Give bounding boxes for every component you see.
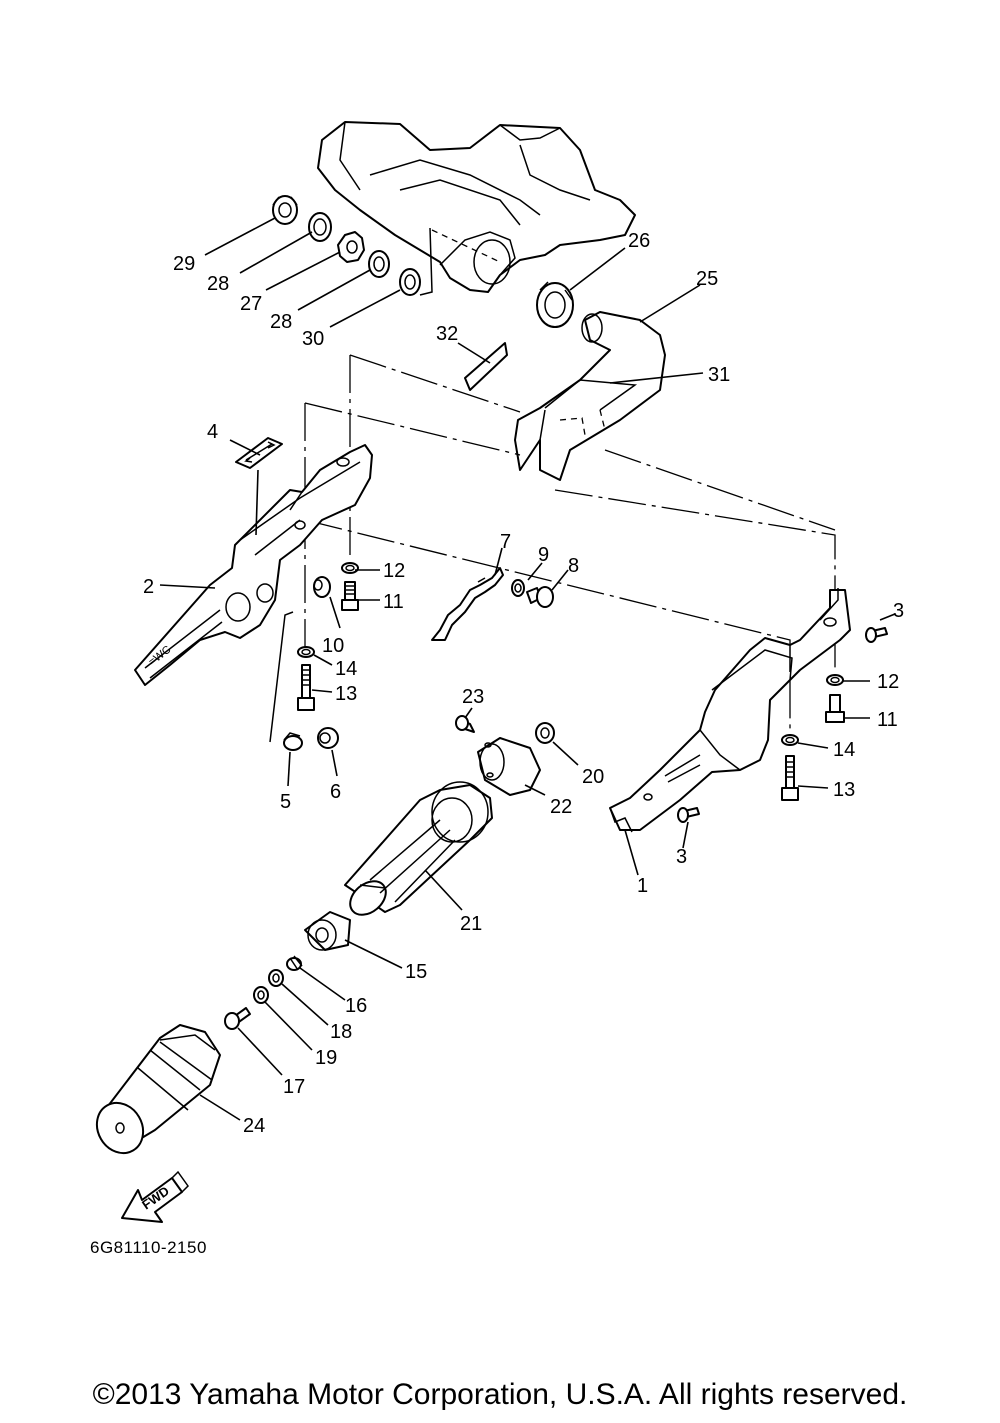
parts-diagram: =WC: [95, 121, 904, 1223]
part-grip-21: [344, 781, 493, 916]
part-plate-27: [337, 231, 365, 263]
callout-8: 8: [568, 555, 579, 577]
part-label-32: [464, 342, 508, 391]
diagram-code: 6G81110-2150: [90, 1238, 207, 1257]
part-grip-24: [95, 1024, 221, 1155]
callout-7: 7: [500, 531, 511, 553]
callout-12-left: 12: [383, 560, 405, 582]
callout-11-right: 11: [877, 709, 898, 731]
callout-12-right: 12: [877, 671, 899, 693]
part-washer-14-left: [297, 646, 315, 658]
callout-3-top: 3: [893, 600, 904, 622]
callout-25: 25: [696, 268, 718, 290]
callout-5: 5: [280, 791, 291, 813]
part-bolt-11-left: [341, 581, 359, 611]
callout-4: 4: [207, 421, 218, 443]
part-handle-1: [609, 588, 851, 833]
callout-32: 32: [436, 323, 458, 345]
callout-29: 29: [173, 253, 195, 275]
callout-11-left: 11: [383, 591, 404, 613]
callout-26: 26: [628, 230, 650, 252]
part-washer-19: [253, 986, 269, 1004]
part-grommet-10: [313, 576, 331, 598]
part-washer-28a: [308, 212, 332, 242]
part-screw-3-right: [865, 627, 888, 643]
part-cap-6: [317, 727, 339, 749]
callout-31: 31: [708, 364, 730, 386]
part-bolt-13-right: [781, 755, 799, 801]
part-clip-7: [431, 567, 504, 641]
callout-28b: 28: [270, 311, 292, 333]
callout-13-right: 13: [833, 779, 855, 801]
callout-23: 23: [462, 686, 484, 708]
fwd-arrow-icon: FWD: [121, 1170, 189, 1223]
part-washer-14-right: [781, 734, 799, 746]
part-collar-22: [477, 737, 541, 796]
callout-10: 10: [322, 635, 344, 657]
callout-22: 22: [550, 796, 572, 818]
callout-16: 16: [345, 995, 367, 1017]
callout-21: 21: [460, 913, 482, 935]
callout-19: 19: [315, 1047, 337, 1069]
part-washer-12-right: [826, 674, 844, 686]
callout-27: 27: [240, 293, 262, 315]
callout-15: 15: [405, 961, 427, 983]
part-fitting-5: [269, 611, 303, 751]
callout-28a: 28: [207, 273, 229, 295]
part-spring-16: [286, 955, 303, 971]
callout-3-lower: 3: [676, 846, 687, 868]
callout-14-left: 14: [335, 658, 357, 680]
callout-9: 9: [538, 544, 549, 566]
callout-labels: 29 28 27 28 30 26 25 32 31 4 2 7 9 8 12 …: [143, 230, 904, 1137]
callout-30: 30: [302, 328, 324, 350]
part-bolt-13-left: [297, 664, 315, 711]
part-washer-9: [511, 579, 525, 597]
copyright-notice: ©2013 Yamaha Motor Corporation, U.S.A. A…: [92, 1378, 908, 1411]
callout-24: 24: [243, 1115, 265, 1137]
part-screw-23: [455, 715, 475, 733]
part-bolt-11-right: [825, 694, 845, 723]
part-bolt-8: [526, 586, 554, 608]
part-bushing-26: [536, 281, 574, 328]
leader-lines: [159, 217, 896, 1121]
part-label-4: [235, 437, 283, 469]
part-washer-12-left: [341, 562, 359, 574]
callout-1: 1: [637, 875, 648, 897]
part-bracket-25: [514, 311, 666, 481]
callout-18: 18: [330, 1021, 352, 1043]
part-nut-29: [272, 195, 298, 225]
callout-2: 2: [143, 576, 154, 598]
callout-14-right: 14: [833, 739, 855, 761]
part-cup-15: [304, 911, 351, 951]
callout-13-left: 13: [335, 683, 357, 705]
part-nut-20: [535, 722, 555, 744]
callout-17: 17: [283, 1076, 305, 1098]
part-washer-18: [268, 969, 284, 987]
part-screw-17: [224, 1007, 251, 1030]
engine-bracket: [317, 121, 636, 296]
part-screw-3-lower: [677, 807, 700, 823]
callout-6: 6: [330, 781, 341, 803]
part-washer-30: [399, 268, 421, 296]
callout-20: 20: [582, 766, 604, 788]
part-washer-28b: [368, 250, 390, 278]
